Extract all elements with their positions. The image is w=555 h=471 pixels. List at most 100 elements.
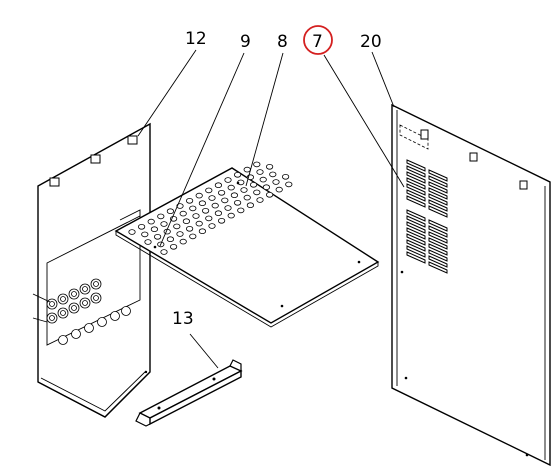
right-side-panel [391, 103, 551, 467]
perforation-hole [189, 205, 197, 212]
callout-13: 13 [172, 309, 194, 329]
callout-7: 7 [312, 32, 323, 52]
perforation-hole [205, 187, 213, 194]
perforation-hole [166, 236, 174, 243]
perforation-hole [176, 231, 184, 237]
perforation-hole [275, 186, 283, 193]
louvre-slot [406, 251, 426, 264]
perforation-hole [243, 194, 251, 201]
perforation-hole [256, 169, 264, 175]
perforation-hole [157, 213, 165, 220]
louvre-slot [406, 233, 426, 246]
perforation-hole [253, 161, 261, 168]
perforation-hole [170, 244, 178, 250]
louvre-slot [428, 187, 448, 200]
perforation-hole [138, 224, 146, 230]
perforation-hole [150, 226, 158, 233]
perforation-hole [189, 233, 197, 240]
perforation-hole [179, 210, 187, 217]
perforation-hole [265, 192, 274, 198]
perforation-hole [250, 182, 258, 188]
perforation-hole [173, 223, 181, 230]
louvre-slot [406, 183, 426, 196]
callout-9: 9 [240, 32, 251, 52]
perforation-hole [253, 189, 261, 196]
louvre-slot [428, 243, 448, 256]
perforated-top-plate [114, 161, 380, 328]
perforation-hole [224, 205, 232, 211]
leader-lines [137, 49, 405, 369]
callout-12: 12 [185, 29, 207, 49]
louvre-slot [428, 237, 448, 250]
perforation-hole [237, 207, 245, 214]
perforation-hole [218, 218, 226, 224]
perforation-hole [192, 213, 200, 219]
perforation-hole [141, 231, 149, 238]
louvre-slot [406, 209, 426, 222]
perforation-hole [166, 208, 174, 215]
perforation-hole [246, 202, 254, 209]
perforation-hole [227, 184, 235, 191]
callout-20: 20 [360, 32, 382, 52]
perforation-hole [179, 238, 187, 245]
perforation-hole [272, 179, 280, 185]
callout-8: 8 [277, 32, 288, 52]
louvre-slot [428, 231, 448, 244]
perforation-hole [154, 234, 162, 240]
perforation-hole [230, 192, 238, 199]
perforation-hole [195, 220, 203, 227]
louvre-slot [406, 171, 426, 184]
left-side-panel [32, 122, 151, 418]
perforation-hole [198, 200, 206, 207]
perforation-hole [285, 181, 293, 188]
louvre-slot [428, 261, 448, 274]
perforation-hole [265, 164, 274, 170]
louvre-slot [428, 225, 448, 238]
perforation-hole [256, 197, 264, 203]
perforation-hole [186, 226, 194, 232]
louvre-slot [406, 165, 426, 178]
perforation-hole [262, 184, 270, 191]
louvre-slot [406, 177, 426, 190]
perforation-hole [202, 208, 210, 214]
perforation-pattern [128, 161, 293, 255]
perforation-hole [211, 202, 219, 209]
vent-louvres [406, 159, 448, 274]
louvre-slot [428, 249, 448, 262]
perforation-hole [269, 171, 277, 178]
perforation-hole [195, 192, 203, 199]
perforation-hole [205, 215, 213, 222]
perforation-hole [144, 239, 152, 245]
louvre-slot [428, 205, 448, 218]
louvre-slot [428, 169, 448, 182]
perforation-hole [240, 187, 248, 193]
louvre-slot [406, 221, 426, 234]
perforation-hole [208, 195, 216, 201]
perforation-hole [214, 210, 222, 217]
louvre-slot [406, 227, 426, 240]
perforation-hole [208, 223, 216, 229]
highlight-circle [303, 25, 333, 55]
louvre-slot [428, 199, 448, 212]
perforation-hole [214, 182, 222, 189]
louvre-slot [406, 189, 426, 202]
louvre-slot [406, 159, 426, 172]
louvre-slot [406, 215, 426, 228]
perforation-hole [221, 197, 229, 204]
perforation-hole [227, 212, 235, 219]
perforation-hole [198, 228, 206, 235]
perforation-hole [128, 229, 136, 235]
channel-bracket [135, 359, 243, 427]
cable-glands [32, 278, 131, 345]
louvre-slot [428, 219, 448, 232]
perforation-hole [160, 221, 168, 227]
perforation-hole [186, 198, 194, 204]
perforation-hole [234, 200, 242, 206]
perforation-hole [234, 172, 242, 178]
perforation-hole [218, 190, 226, 196]
louvre-slot [428, 181, 448, 194]
louvre-slot [428, 193, 448, 206]
louvre-slot [406, 195, 426, 208]
louvre-slot [428, 175, 448, 188]
